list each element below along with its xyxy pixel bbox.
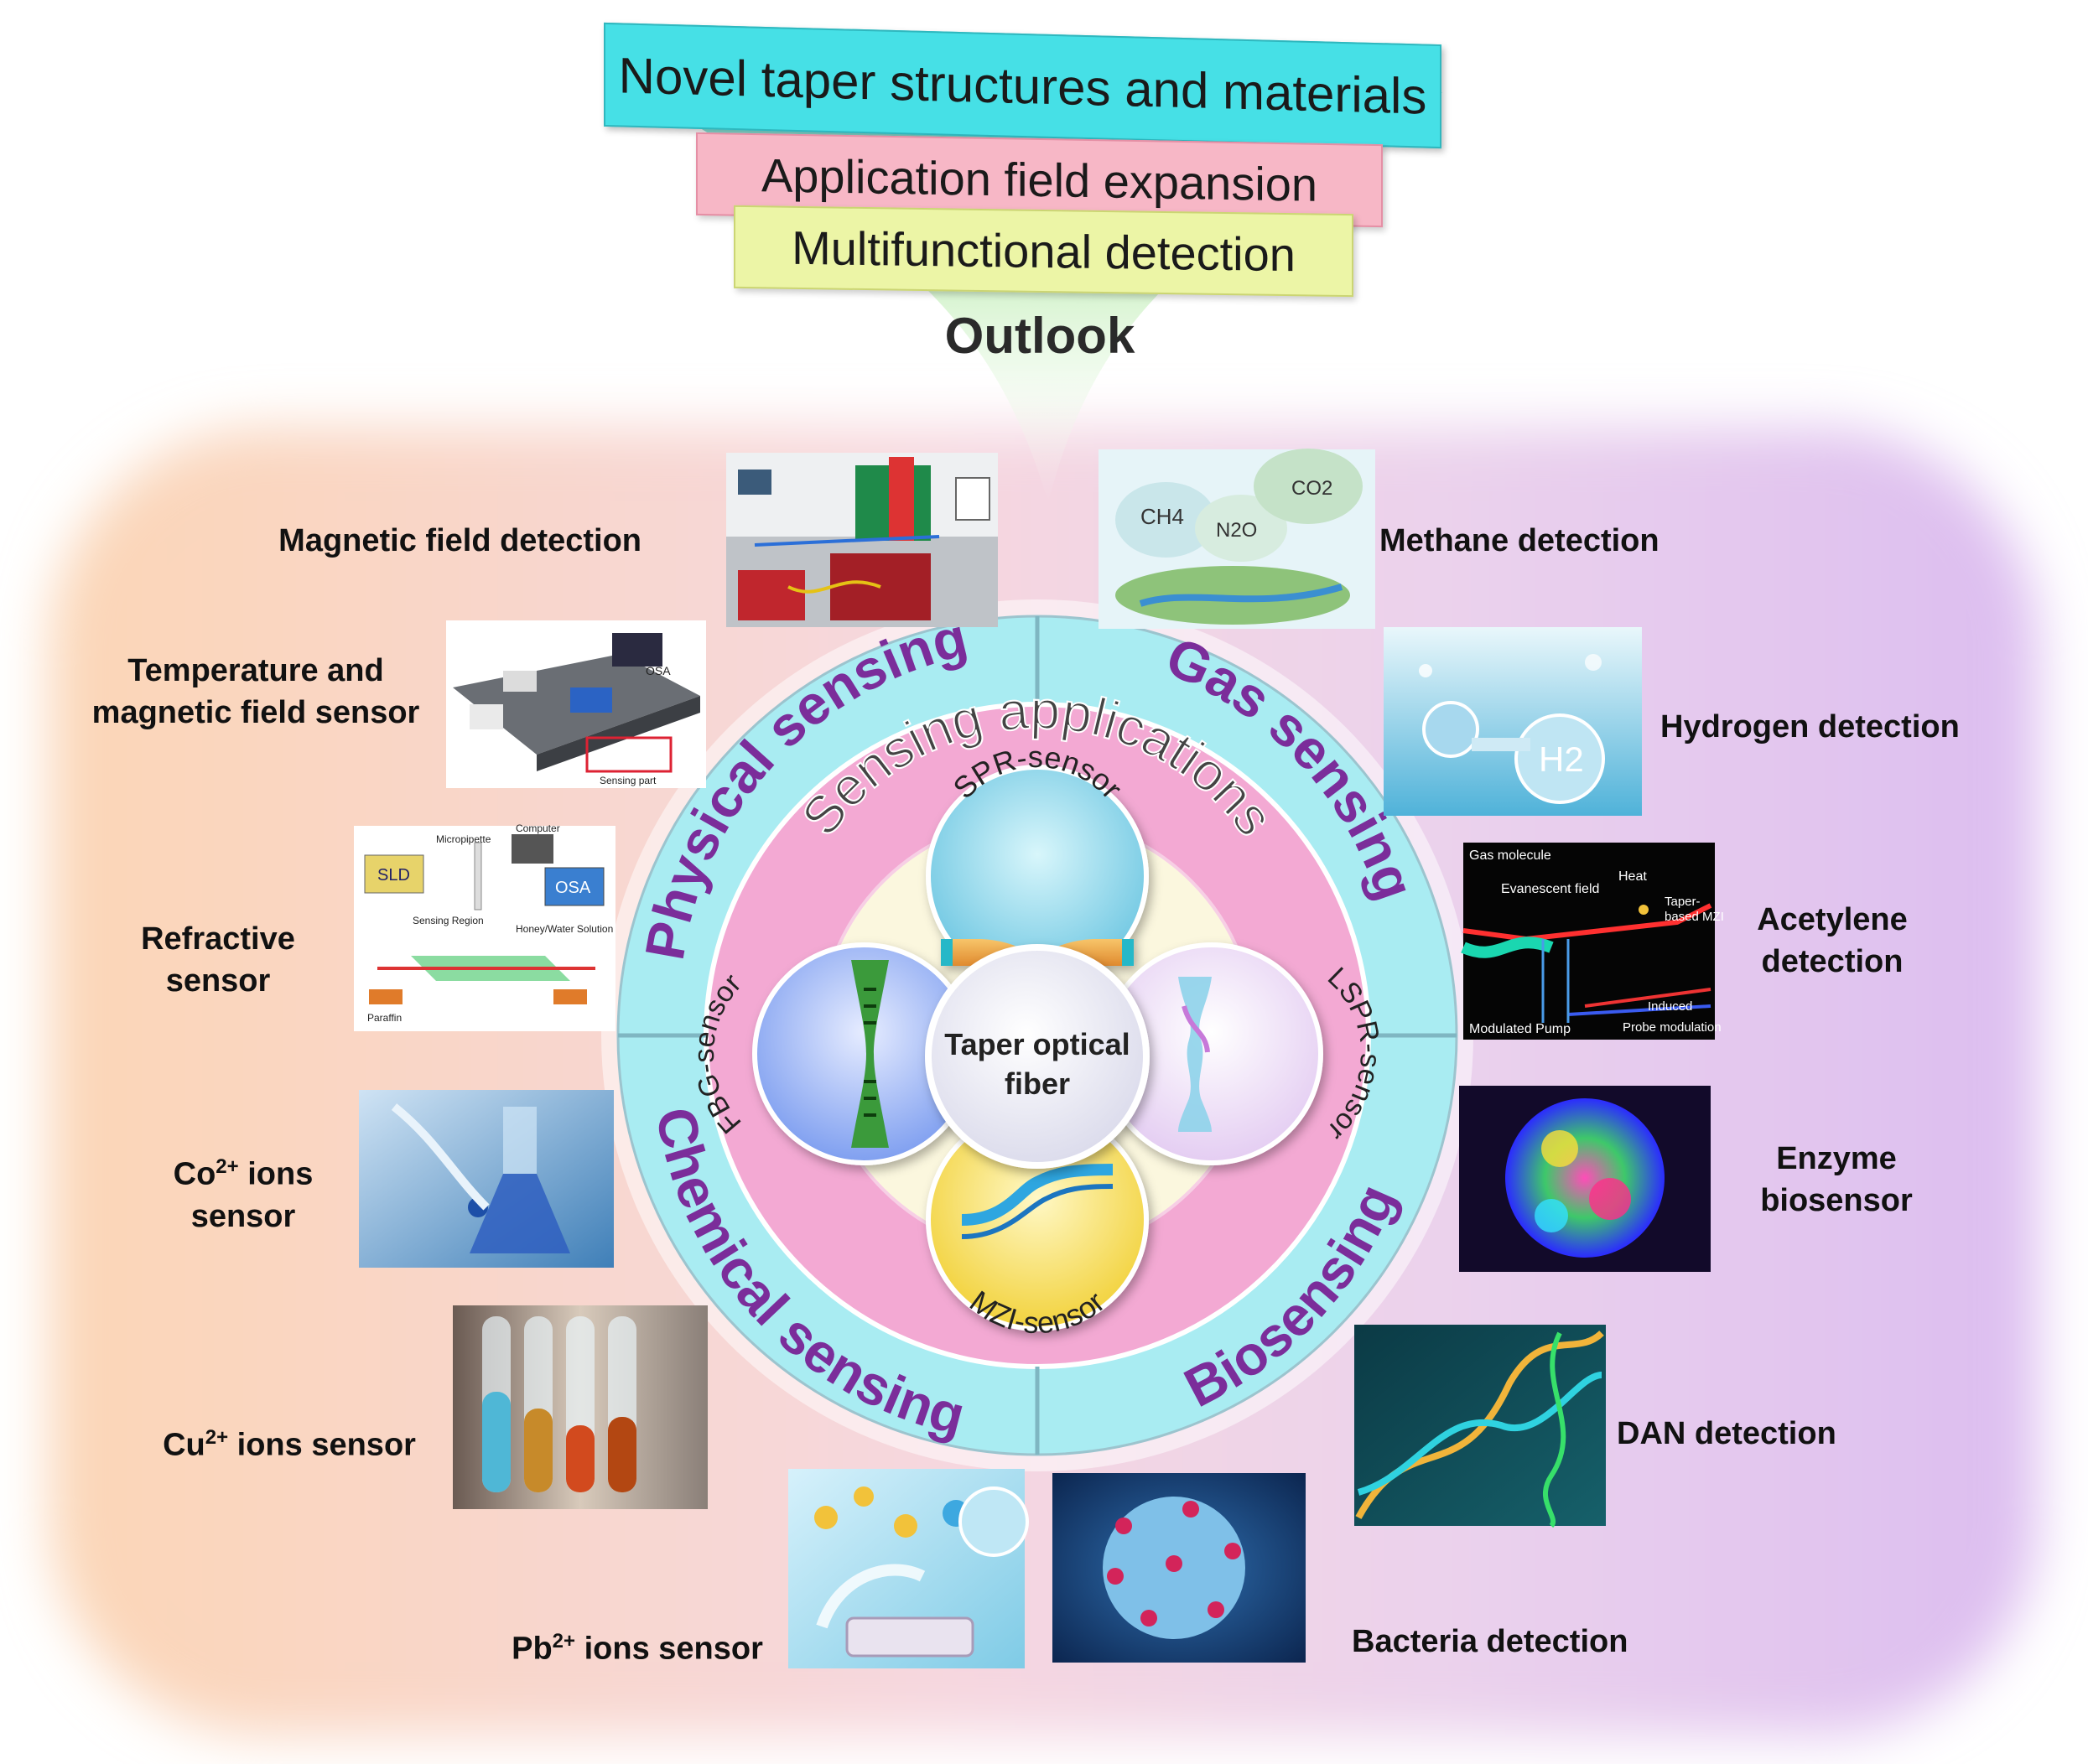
banner-novel-structures: Novel taper structures and materials <box>604 22 1441 149</box>
svg-text:Modulated Pump: Modulated Pump <box>1469 1022 1571 1036</box>
svg-text:OSA: OSA <box>646 664 671 677</box>
label-copper-rest: ions sensor <box>228 1427 416 1463</box>
label-cobalt-ion: Co <box>173 1156 216 1192</box>
banner-application-expansion-text: Application field expansion <box>761 148 1318 211</box>
label-lead-charge: 2+ <box>552 1630 576 1652</box>
acetylene-image: Gas molecule Evanescent field Heat Taper… <box>1461 843 1724 1040</box>
label-copper-ions-sensor: Cu2+ ions sensor <box>126 1417 453 1466</box>
lead-ions-image <box>788 1469 1029 1668</box>
svg-text:Sensing Region: Sensing Region <box>413 915 484 926</box>
label-cobalt-ions-sensor: Co2+ ions sensor <box>143 1146 344 1237</box>
label-cobalt-line-2: sensor <box>190 1198 296 1234</box>
svg-text:Induced: Induced <box>1648 999 1692 1014</box>
dna-image <box>1354 1325 1606 1528</box>
methane-image: CH4 N2O CO2 <box>1099 449 1375 629</box>
svg-text:Computer: Computer <box>516 822 560 834</box>
label-temperature-line-2: magnetic field sensor <box>91 695 420 730</box>
cobalt-lab-image <box>359 1090 614 1268</box>
label-temperature-magnetic-sensor: Temperature and magnetic field sensor <box>67 650 444 734</box>
svg-text:OSA: OSA <box>555 879 591 897</box>
svg-text:Heat: Heat <box>1618 869 1647 884</box>
svg-text:H2: H2 <box>1539 739 1584 779</box>
temperature-setup-image: OSA Sensing part <box>446 620 706 788</box>
label-refractive-line-2: sensor <box>165 963 271 999</box>
label-acetylene-detection: Acetylene detection <box>1723 899 1941 983</box>
label-enzyme-line-2: biosensor <box>1760 1183 1913 1218</box>
copper-tubes-image <box>453 1305 708 1509</box>
svg-text:CO2: CO2 <box>1291 477 1332 500</box>
label-methane-detection: Methane detection <box>1379 523 1659 558</box>
svg-text:Paraffin: Paraffin <box>367 1012 402 1024</box>
svg-text:Evanescent field: Evanescent field <box>1501 882 1599 896</box>
label-lead-ions-sensor: Pb2+ ions sensor <box>486 1621 788 1670</box>
outlook-title: Outlook <box>922 302 1157 369</box>
label-acetylene-line-2: detection <box>1761 944 1904 979</box>
banner-multifunctional-text: Multifunctional detection <box>792 220 1296 282</box>
label-enzyme-line-1: Enzyme <box>1776 1141 1897 1176</box>
svg-text:Taper-: Taper- <box>1665 895 1701 909</box>
svg-text:CH4: CH4 <box>1140 504 1184 529</box>
label-cobalt-rest: ions <box>238 1156 314 1192</box>
svg-text:Gas molecule: Gas molecule <box>1469 848 1551 863</box>
label-cobalt-charge: 2+ <box>216 1155 239 1178</box>
label-copper-charge: 2+ <box>205 1426 229 1449</box>
enzyme-image <box>1459 1086 1711 1272</box>
label-dan-detection: DAN detection <box>1617 1416 1836 1451</box>
refractive-setup-image: SLD OSA Computer Micropipette Sensing Re… <box>354 822 615 1031</box>
label-bacteria-detection: Bacteria detection <box>1352 1624 1628 1659</box>
center-label-line-2: fiber <box>1005 1066 1070 1101</box>
label-temperature-line-1: Temperature and <box>127 653 384 688</box>
center-label-line-1: Taper optical <box>944 1027 1130 1061</box>
label-copper-ion: Cu <box>163 1427 205 1463</box>
hydrogen-image: H2 <box>1384 627 1642 816</box>
label-refractive-line-1: Refractive <box>141 921 295 957</box>
label-acetylene-line-1: Acetylene <box>1757 902 1908 937</box>
svg-text:based MZI: based MZI <box>1665 910 1724 924</box>
label-lead-ion: Pb <box>512 1631 553 1667</box>
banner-multifunctional: Multifunctional detection <box>734 205 1353 298</box>
svg-text:Honey/Water Solution: Honey/Water Solution <box>516 923 613 935</box>
label-lead-rest: ions sensor <box>575 1631 763 1667</box>
label-magnetic-field-detection: Magnetic field detection <box>278 523 641 558</box>
svg-text:Micropipette: Micropipette <box>436 833 491 845</box>
center-disc <box>925 944 1150 1169</box>
fbg-sensor-bubble <box>752 942 975 1165</box>
svg-text:Probe modulation: Probe modulation <box>1623 1020 1722 1035</box>
svg-text:N2O: N2O <box>1216 519 1257 542</box>
label-refractive-sensor: Refractive sensor <box>117 918 319 1002</box>
magnetic-setup-image <box>726 453 998 627</box>
svg-text:Sensing part: Sensing part <box>600 775 657 786</box>
svg-text:SLD: SLD <box>377 866 410 885</box>
label-hydrogen-detection: Hydrogen detection <box>1660 709 1960 745</box>
bacteria-image <box>1052 1473 1306 1663</box>
outlook-title-text: Outlook <box>944 307 1135 364</box>
banner-novel-structures-text: Novel taper structures and materials <box>618 46 1427 125</box>
label-enzyme-biosensor: Enzyme biosensor <box>1732 1138 1941 1222</box>
